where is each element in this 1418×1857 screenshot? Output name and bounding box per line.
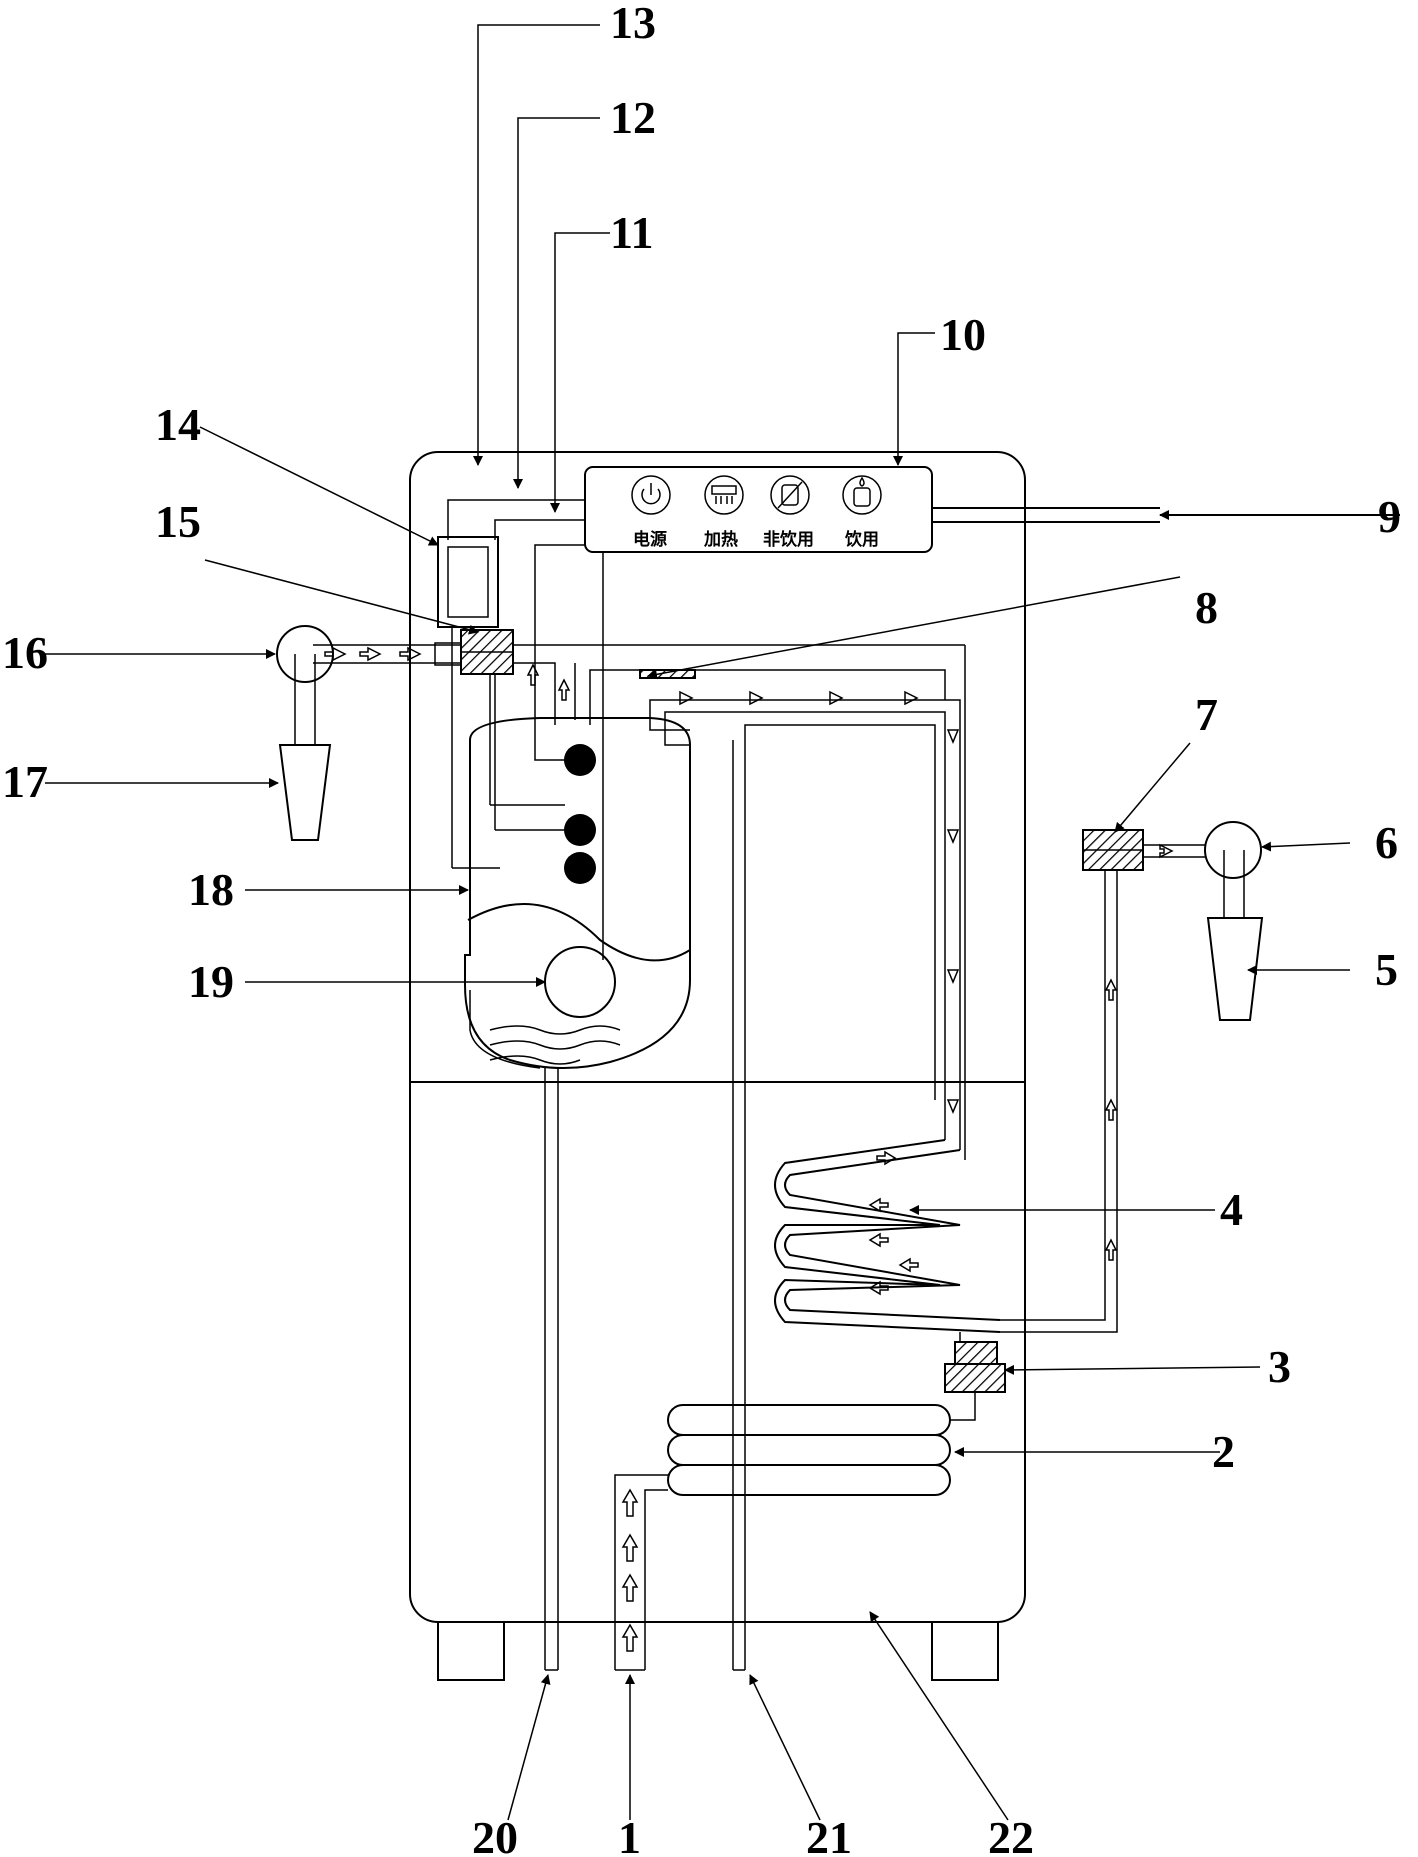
sensor-bottom xyxy=(564,852,596,884)
hot-water-tank xyxy=(464,717,691,1070)
heat-label: 加热 xyxy=(703,529,738,550)
label-5: 5 xyxy=(1375,944,1398,995)
left-foot xyxy=(437,1621,505,1681)
non-drinking-water-icon xyxy=(770,475,810,515)
label-1: 1 xyxy=(618,1812,641,1857)
drinking-water-tap xyxy=(1204,821,1262,879)
power-label: 电源 xyxy=(633,529,667,550)
drinking-water-cup xyxy=(1206,917,1264,1021)
label-17: 17 xyxy=(2,756,48,807)
condenser-coil xyxy=(774,1139,1001,1333)
pump-top xyxy=(954,1341,998,1365)
controller-box xyxy=(437,536,499,628)
cabinet xyxy=(409,451,1026,1681)
heater xyxy=(544,946,616,1018)
label-12: 12 xyxy=(610,92,656,143)
label-11: 11 xyxy=(610,207,653,258)
label-10: 10 xyxy=(940,309,986,360)
label-19: 19 xyxy=(188,956,234,1007)
cold-water-pipe xyxy=(1000,867,1118,1333)
label-8: 8 xyxy=(1195,582,1218,633)
label-4: 4 xyxy=(1220,1184,1243,1235)
non-drink-label: 非饮用 xyxy=(763,529,814,550)
power-icon xyxy=(631,475,671,515)
steam-pipe xyxy=(649,690,961,1150)
heat-exchanger xyxy=(667,1404,951,1496)
control-panel: 电源 加热 非饮用 饮用 xyxy=(584,466,933,553)
power-cord xyxy=(932,507,1160,523)
label-22: 22 xyxy=(988,1812,1034,1857)
pump xyxy=(944,1363,1006,1393)
label-7: 7 xyxy=(1195,689,1218,740)
label-6: 6 xyxy=(1375,817,1398,868)
heating-icon xyxy=(704,475,744,515)
control-wires xyxy=(447,499,604,960)
hot-outlet-pipe xyxy=(313,642,966,1160)
label-3: 3 xyxy=(1268,1341,1291,1392)
label-15: 15 xyxy=(155,496,201,547)
label-18: 18 xyxy=(188,864,234,915)
top-plate xyxy=(639,669,696,679)
drink-label: 饮用 xyxy=(844,529,879,550)
hot-water-cup xyxy=(278,744,332,841)
right-foot xyxy=(931,1621,999,1681)
label-16: 16 xyxy=(2,627,48,678)
label-2: 2 xyxy=(1212,1426,1235,1477)
sensor-middle xyxy=(564,814,596,846)
leader-lines xyxy=(45,24,1400,1821)
sensor-top xyxy=(564,744,596,776)
label-20: 20 xyxy=(472,1812,518,1857)
label-21: 21 xyxy=(806,1812,852,1857)
label-13: 13 xyxy=(610,0,656,48)
hot-water-tap xyxy=(276,625,334,683)
inlet-pipe xyxy=(614,1474,668,1671)
label-14: 14 xyxy=(155,399,201,450)
drinking-water-icon xyxy=(842,475,882,515)
label-9: 9 xyxy=(1378,491,1401,542)
